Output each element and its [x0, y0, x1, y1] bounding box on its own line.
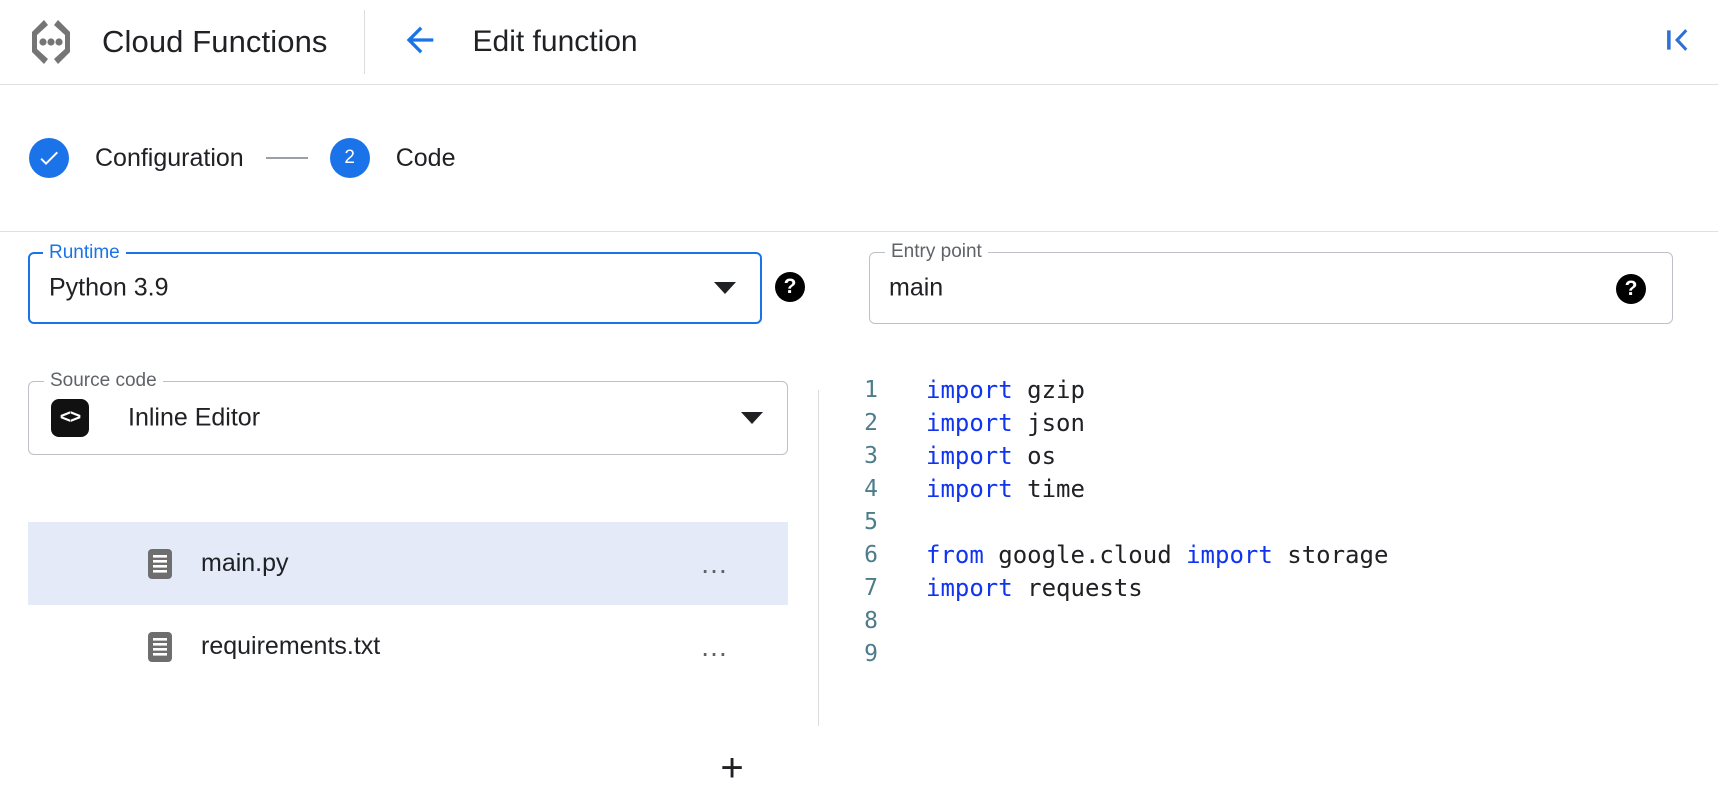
step-code[interactable]: 2 Code — [329, 138, 456, 178]
file-overflow-menu-icon[interactable]: … — [700, 630, 730, 662]
product-title: Cloud Functions — [102, 24, 328, 59]
step-configuration-marker — [29, 138, 69, 178]
source-code-value: Inline Editor — [128, 403, 261, 432]
line-number: 5 — [864, 508, 878, 535]
source-code-caret-down-icon[interactable] — [741, 412, 763, 424]
back-button[interactable] — [397, 19, 443, 65]
code-line: 9 — [830, 637, 1710, 670]
source-code-select[interactable]: Source code <> Inline Editor — [28, 370, 788, 455]
line-number: 6 — [864, 541, 878, 568]
code-line: 6 from google.cloud import storage — [830, 538, 1710, 571]
code-line: 4 import time — [830, 472, 1710, 505]
code-text: import gzip — [926, 375, 1085, 404]
header-divider — [363, 10, 365, 74]
step-configuration-label: Configuration — [95, 143, 244, 172]
runtime-label: Runtime — [43, 242, 126, 264]
content-area: Runtime Python 3.9 ? Entry point main ? … — [0, 233, 1718, 788]
file-document-icon — [147, 548, 173, 580]
step-configuration[interactable]: Configuration — [29, 138, 244, 178]
file-overflow-menu-icon[interactable]: … — [700, 547, 730, 579]
code-editor[interactable]: 1 import gzip 2 import json 3 import os 4 impor… — [830, 373, 1710, 670]
line-number: 3 — [864, 442, 878, 469]
line-number: 9 — [864, 640, 878, 667]
code-line: 8 — [830, 604, 1710, 637]
code-text: from google.cloud import storage — [926, 540, 1389, 569]
entry-point-input[interactable]: Entry point main ? — [869, 241, 1673, 324]
code-line: 1 import gzip — [830, 373, 1710, 406]
arrow-left-icon — [400, 20, 440, 65]
step-code-label: Code — [395, 143, 456, 172]
line-number: 2 — [864, 409, 878, 436]
runtime-select[interactable]: Runtime Python 3.9 — [28, 242, 762, 324]
line-number: 8 — [864, 607, 878, 634]
file-list: main.py … requirements.txt … — [28, 522, 788, 688]
pane-divider — [818, 390, 819, 726]
runtime-value: Python 3.9 — [49, 273, 169, 302]
list-item[interactable]: main.py … — [28, 522, 788, 605]
app-header: Cloud Functions Edit function — [0, 0, 1718, 85]
entry-point-help-icon[interactable]: ? — [1616, 274, 1646, 304]
code-text: import time — [926, 474, 1085, 503]
code-brackets-icon: <> — [51, 399, 89, 437]
file-name: main.py — [201, 549, 289, 577]
page-title: Edit function — [472, 25, 638, 58]
code-line: 2 import json — [830, 406, 1710, 439]
check-icon — [40, 151, 58, 165]
collapse-panel-button[interactable] — [1656, 20, 1700, 64]
code-text: import json — [926, 408, 1085, 437]
code-text: import requests — [926, 573, 1143, 602]
code-line: 5 — [830, 505, 1710, 538]
entry-point-label: Entry point — [885, 241, 988, 263]
line-number: 7 — [864, 574, 878, 601]
step-code-marker: 2 — [329, 138, 370, 178]
runtime-help-icon[interactable]: ? — [775, 272, 805, 302]
line-number: 1 — [864, 376, 878, 403]
runtime-caret-down-icon[interactable] — [714, 282, 736, 294]
file-document-icon — [147, 631, 173, 663]
cloud-functions-logo-icon — [24, 15, 78, 69]
file-name: requirements.txt — [201, 632, 381, 660]
entry-point-value: main — [889, 273, 944, 302]
code-text: import os — [926, 441, 1057, 470]
code-line: 7 import requests — [830, 571, 1710, 604]
list-item[interactable]: requirements.txt … — [28, 605, 788, 688]
line-number: 4 — [864, 475, 878, 502]
collapse-panel-left-icon — [1661, 23, 1695, 62]
source-code-label: Source code — [44, 370, 163, 392]
wizard-stepper: Configuration 2 Code — [0, 85, 1718, 232]
step-connector — [265, 157, 308, 159]
add-file-icon[interactable]: + — [720, 746, 744, 790]
code-line: 3 import os — [830, 439, 1710, 472]
